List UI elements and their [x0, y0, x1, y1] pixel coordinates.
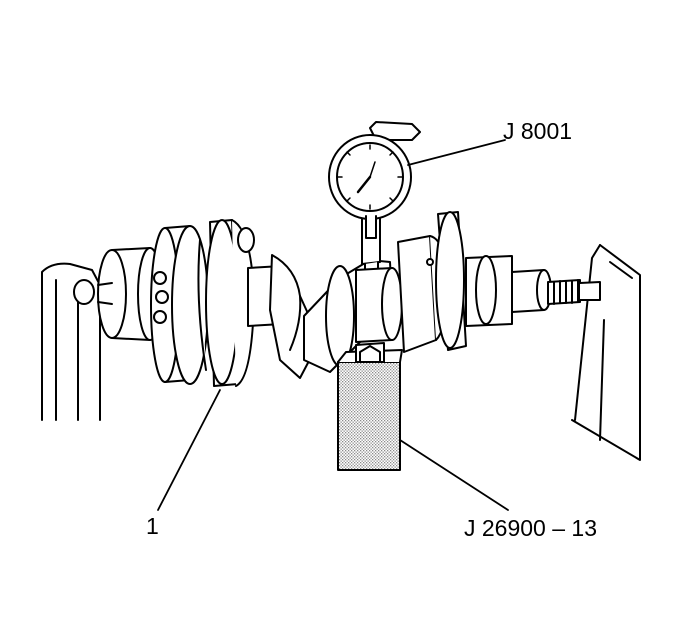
center-journal [355, 267, 403, 343]
dial-indicator [328, 121, 421, 239]
callout-j26900-13: J 26900 – 13 [464, 515, 598, 541]
callout-item-1: 1 [146, 513, 159, 539]
leader-lines [157, 139, 509, 511]
front-flange [150, 225, 209, 385]
fixture-block [337, 349, 403, 471]
threaded-end [547, 279, 601, 305]
callout-j8001: J 8001 [503, 118, 573, 144]
leader-fixture [399, 439, 509, 511]
rear-journal [465, 255, 552, 327]
right-support-stand [571, 244, 641, 461]
leader-gauge [407, 139, 506, 166]
thrust-counterweight [197, 219, 255, 387]
crank-throw-right [397, 211, 467, 353]
left-support-stand [41, 262, 101, 421]
leader-item1 [157, 389, 221, 511]
